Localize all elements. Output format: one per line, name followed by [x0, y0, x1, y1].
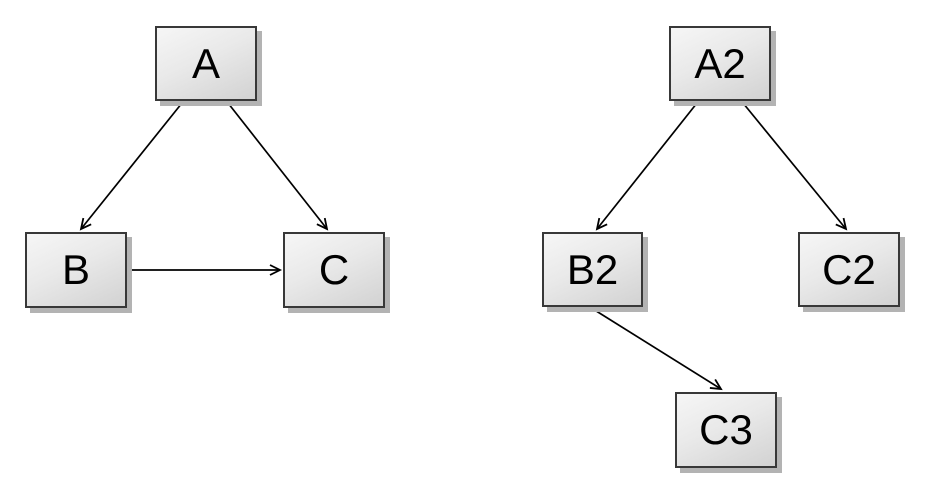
- edge-A-to-B: [79, 102, 183, 231]
- node-C2-label: C2: [822, 245, 876, 293]
- node-C-label: C: [318, 246, 350, 293]
- node-C3[interactable]: C3: [675, 392, 777, 468]
- node-A2-label: A2: [694, 39, 746, 87]
- edge-B2-to-C3: [592, 308, 723, 391]
- node-B[interactable]: B: [25, 232, 127, 308]
- node-A[interactable]: A: [155, 26, 257, 101]
- node-A-label: A: [191, 39, 220, 87]
- node-C2[interactable]: C2: [798, 232, 900, 307]
- node-C3-label: C3: [699, 406, 753, 453]
- node-B2-label: B2: [566, 245, 619, 293]
- node-C[interactable]: C: [283, 232, 385, 308]
- edge-A2-to-C2: [742, 102, 848, 231]
- node-B-label: B: [61, 246, 90, 293]
- edge-A2-to-B2: [595, 102, 698, 231]
- edge-A-to-C: [227, 102, 329, 231]
- node-A2[interactable]: A2: [669, 26, 771, 101]
- node-B2[interactable]: B2: [542, 232, 643, 307]
